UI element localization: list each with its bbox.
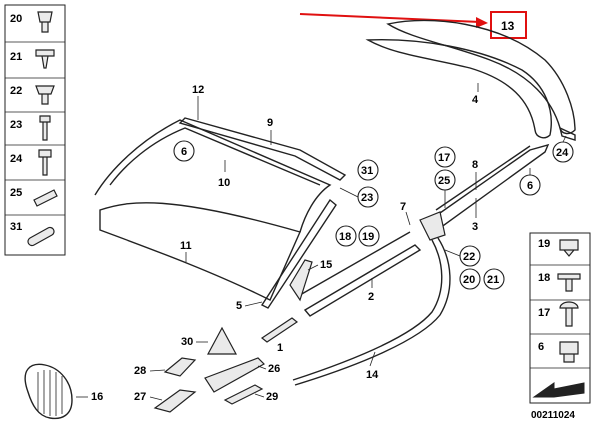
legend-right-6: 6	[538, 341, 544, 353]
part-10-frame-inner	[109, 127, 321, 186]
part-4-outline	[365, 39, 552, 139]
legend-left-23: 23	[10, 119, 22, 131]
callout-11: 11	[180, 240, 192, 252]
callout-15: 15	[320, 259, 332, 271]
part-2-outline	[303, 244, 422, 317]
part-14-seal-inner	[292, 239, 443, 381]
callout-9: 9	[267, 117, 273, 129]
callout-14: 14	[366, 369, 379, 381]
legend-left-21: 21	[10, 51, 22, 63]
callout-8: 8	[472, 159, 478, 171]
clip-22-icon	[35, 85, 55, 105]
part-10-frame	[94, 119, 332, 233]
callout-2: 2	[368, 291, 374, 303]
callout-12: 12	[192, 84, 204, 96]
part-7-block	[419, 211, 446, 241]
callout-24: 24	[556, 147, 569, 159]
legend-left-24: 24	[10, 153, 23, 165]
callout-13: 13	[501, 19, 515, 33]
right-legend: 19 18 17 6	[529, 232, 591, 404]
part-11-glass	[99, 202, 301, 301]
part-13-tip	[558, 126, 576, 141]
legend-left-31: 31	[10, 221, 22, 233]
strip-25-icon	[33, 189, 58, 207]
part-28-grille	[163, 357, 197, 377]
callout-27: 27	[134, 391, 146, 403]
legend-right-18: 18	[538, 272, 550, 284]
clip-18-icon	[557, 273, 581, 292]
clip-19-icon	[559, 239, 579, 257]
part-5-pillar	[260, 198, 337, 309]
callout-17: 17	[438, 152, 450, 164]
clip-21-icon	[35, 49, 55, 69]
left-legend: 20 21 22 23 24 25 31	[4, 4, 66, 256]
callout-28: 28	[134, 365, 146, 377]
callout-3: 3	[472, 221, 478, 233]
callout-21: 21	[487, 274, 499, 286]
part-3-edge	[435, 145, 531, 211]
legend-left-20: 20	[10, 13, 22, 25]
part-14-seal	[294, 237, 451, 386]
rivet-17-icon	[559, 301, 579, 327]
legend-right-19: 19	[538, 238, 550, 250]
callout-19: 19	[362, 231, 374, 243]
part-29-emblem	[223, 384, 264, 405]
part-30-warning-label	[206, 326, 238, 355]
callout-4: 4	[472, 94, 479, 106]
callout-31: 31	[361, 165, 373, 177]
legend-left-25: 25	[10, 187, 22, 199]
callout-29: 29	[266, 391, 278, 403]
screw-23-icon	[39, 115, 51, 141]
screw-24-icon	[38, 149, 52, 176]
callout-30: 30	[181, 336, 193, 348]
callout-23: 23	[361, 192, 373, 204]
clip-20-icon	[37, 11, 53, 33]
callout-5: 5	[236, 300, 242, 312]
callout-18: 18	[339, 231, 351, 243]
part-13-outline	[386, 19, 576, 135]
direction-arrow-icon	[532, 382, 585, 398]
foam-31-icon	[27, 226, 55, 247]
part-26-cover	[204, 357, 265, 393]
callout-6-left: 6	[181, 146, 187, 158]
legend-left-22: 22	[10, 85, 22, 97]
callout-20: 20	[463, 274, 475, 286]
callout-16: 16	[91, 391, 103, 403]
part-9-strip	[178, 117, 347, 181]
legend-right-17: 17	[538, 307, 550, 319]
part-15-bracket	[289, 259, 313, 302]
callout-26: 26	[268, 363, 280, 375]
callout-22: 22	[463, 251, 475, 263]
callout-6-right: 6	[527, 180, 533, 192]
drawing-number: 00211024	[531, 410, 575, 421]
callout-25: 25	[438, 175, 450, 187]
highlight-13: 13	[299, 11, 527, 39]
callout-10: 10	[218, 177, 230, 189]
part-27-cap	[153, 389, 197, 413]
callout-7: 7	[400, 201, 406, 213]
part-1-strip	[260, 317, 299, 343]
part-2-edge	[299, 231, 411, 296]
clip-6-icon	[559, 341, 579, 363]
part-16-kidney-grille	[24, 363, 73, 420]
callout-1: 1	[277, 342, 283, 354]
